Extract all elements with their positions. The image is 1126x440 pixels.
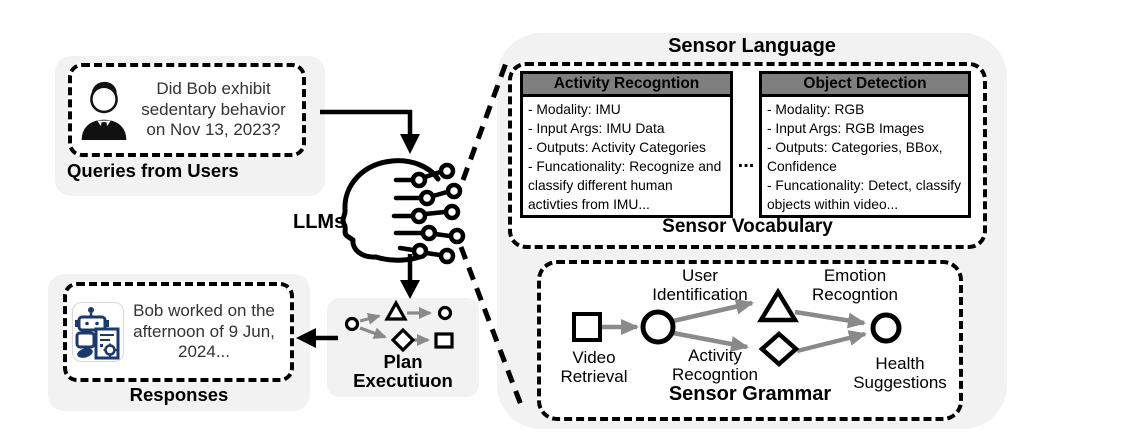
plan-label: Plan Executiuon [353,351,453,391]
label-emotion-recogntion: Emotion Recogntion [811,266,898,305]
llm-head-icon [340,158,466,265]
card-line: - Outputs: Activity Categories [528,140,706,156]
plan-execution-panel: Plan Executiuon [327,298,479,397]
query-text: Did Bob exhibit sedentary behavior on No… [141,79,286,140]
label-user-identification: User Identification [652,266,748,305]
object-detection-card: Object Detection - Modality: RGB - Input… [759,71,971,218]
card-line: - Modality: IMU [528,102,621,117]
card-line: - Modality: RGB [767,102,865,117]
responses-label: Responses [129,384,229,405]
response-bubble: Bob worked on the afternoon of 9 Jun, 20… [63,282,294,382]
robot-icon [72,302,124,362]
llm-to-plan-arrowhead [400,280,420,299]
sensor-grammar-box: User Identification Emotion Recogntion V… [537,260,963,421]
sensor-language-title: Sensor Language [668,35,836,57]
label-health-suggestions: Health Suggestions [853,354,947,393]
sensor-grammar-title: Sensor Grammar [668,383,832,405]
responses-panel: Bob worked on the afternoon of 9 Jun, 20… [48,274,310,411]
card-line: - Input Args: IMU Data [528,121,665,137]
activity-card-title: Activity Recogntion [523,74,730,97]
card-line: - Funcationality: Detect, classify objec… [767,178,961,213]
queries-panel: Did Bob exhibit sedentary behavior on No… [55,56,325,196]
card-line: - Funcationality: Recognize and classify… [528,159,722,213]
sensor-language-panel: Sensor Language Activity Recogntion - Mo… [497,33,1007,429]
sensor-vocabulary-box: Activity Recogntion - Modality: IMU - In… [508,62,987,249]
label-video-retrieval: Video Retrieval [560,348,628,387]
llm-label: LLMs [293,211,346,233]
activity-recognition-card: Activity Recogntion - Modality: IMU - In… [520,71,733,218]
ellipsis: ... [737,150,755,172]
user-icon [81,81,127,141]
response-text: Bob worked on the afternoon of 9 Jun, 20… [133,301,275,362]
query-to-llm-arrow [320,109,413,136]
queries-label: Queries from Users [67,160,239,181]
card-line: - Input Args: RGB Images [767,121,925,137]
sensor-vocabulary-label: Sensor Vocabulary [662,216,833,237]
label-activity-recogntion: Activity Recogntion [671,346,758,385]
object-card-title: Object Detection [762,74,968,97]
query-to-llm-arrowhead [400,134,420,154]
query-bubble: Did Bob exhibit sedentary behavior on No… [68,63,306,157]
card-line: - Outputs: Categories, BBox, Confidence [767,140,943,175]
